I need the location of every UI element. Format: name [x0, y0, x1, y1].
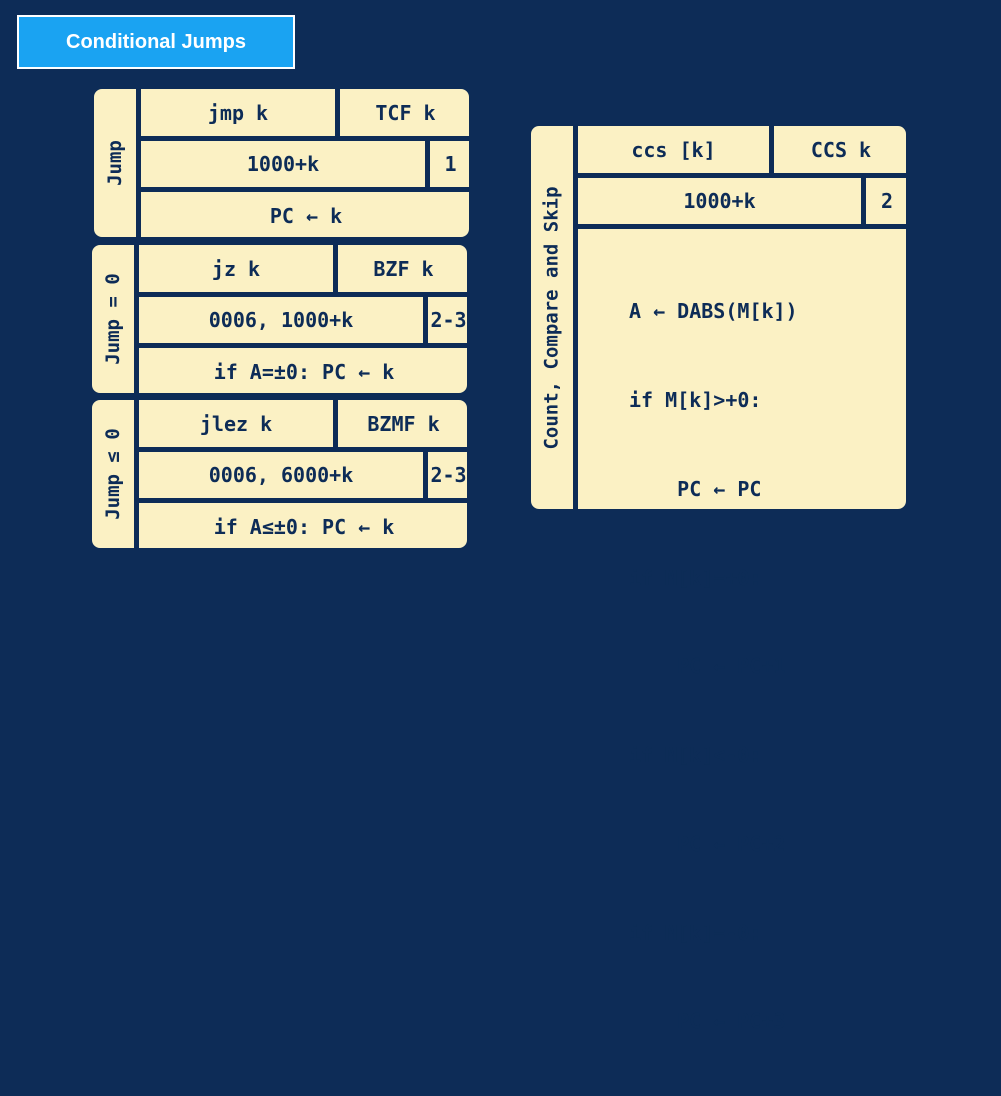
code-line: if M[k]>+0: [629, 387, 762, 412]
jump-cycles: 1 [444, 152, 457, 176]
code-line: if M[k]=+0: [629, 565, 762, 590]
divider [333, 245, 338, 292]
divider [578, 224, 908, 229]
divider [573, 126, 578, 509]
jump-card: Jump jmp k TCF k 1000+k 1 PC ← k [93, 88, 471, 238]
code-line: PC ← PC+1 [629, 654, 786, 679]
ccs-mnemonic: ccs [k] [631, 137, 716, 162]
ccs-cycles: 2 [880, 189, 894, 213]
divider [136, 89, 141, 237]
jump-le-zero-effect: if A≤±0: PC ← k [213, 514, 395, 539]
jump-zero-mnemonic: jz k [211, 256, 261, 281]
jump-zero-cycles: 2-3 [430, 308, 467, 332]
code-line: PC ← PC [629, 476, 762, 501]
jump-le-zero-instruction: BZMF k [367, 411, 440, 436]
jump-encoding: 1000+k [246, 152, 320, 176]
divider [861, 178, 866, 224]
divider [425, 141, 430, 187]
divider [134, 245, 139, 393]
jump-mnemonic: jmp k [207, 100, 269, 125]
jump-le-zero-card: Jump ≤ 0 jlez k BZMF k 0006, 6000+k 2-3 … [91, 399, 469, 549]
jump-le-zero-mnemonic: jlez k [199, 411, 273, 436]
ccs-code-block: A ← DABS(M[k]) if M[k]>+0: PC ← PC if M[… [629, 238, 798, 1096]
code-line: PC ← PC+2 [629, 831, 786, 856]
slide-title: Conditional Jumps [17, 15, 295, 69]
divider [335, 89, 340, 136]
ccs-card: Count, Compare and Skip ccs [k] CCS k 10… [530, 125, 908, 1033]
ccs-instruction: CCS k [810, 137, 872, 162]
jump-effect: PC ← k [269, 203, 343, 228]
ccs-side-label: Count, Compare and Skip [541, 185, 564, 450]
jump-le-zero-cycles: 2-3 [430, 463, 467, 487]
jump-le-zero-side-label: Jump ≤ 0 [102, 428, 125, 520]
divider [423, 452, 428, 498]
jump-zero-card: Jump = 0 jz k BZF k 0006, 1000+k 2-3 if … [91, 244, 469, 394]
ccs-encoding: 1000+k [683, 189, 756, 213]
jump-zero-instruction: BZF k [373, 256, 434, 281]
divider [769, 126, 774, 173]
code-line: if M[k]<-0: [629, 743, 762, 768]
divider [423, 297, 428, 343]
divider [141, 136, 471, 141]
jump-instruction: TCF k [375, 100, 436, 125]
divider [134, 400, 139, 548]
divider [139, 498, 469, 503]
jump-zero-side-label: Jump = 0 [102, 273, 125, 365]
jump-side-label: Jump [104, 140, 127, 186]
divider [139, 447, 469, 452]
divider [139, 343, 469, 348]
jump-zero-effect: if A=±0: PC ← k [213, 359, 395, 384]
divider [578, 173, 908, 178]
code-line: PC ← PC+3 [629, 1009, 786, 1034]
jump-le-zero-encoding: 0006, 6000+k [208, 463, 354, 487]
code-line: A ← DABS(M[k]) [629, 299, 798, 324]
divider [139, 292, 469, 297]
divider [141, 187, 471, 192]
code-line: if M[k]=-0: [629, 920, 762, 945]
jump-zero-encoding: 0006, 1000+k [208, 308, 354, 332]
divider [333, 400, 338, 447]
